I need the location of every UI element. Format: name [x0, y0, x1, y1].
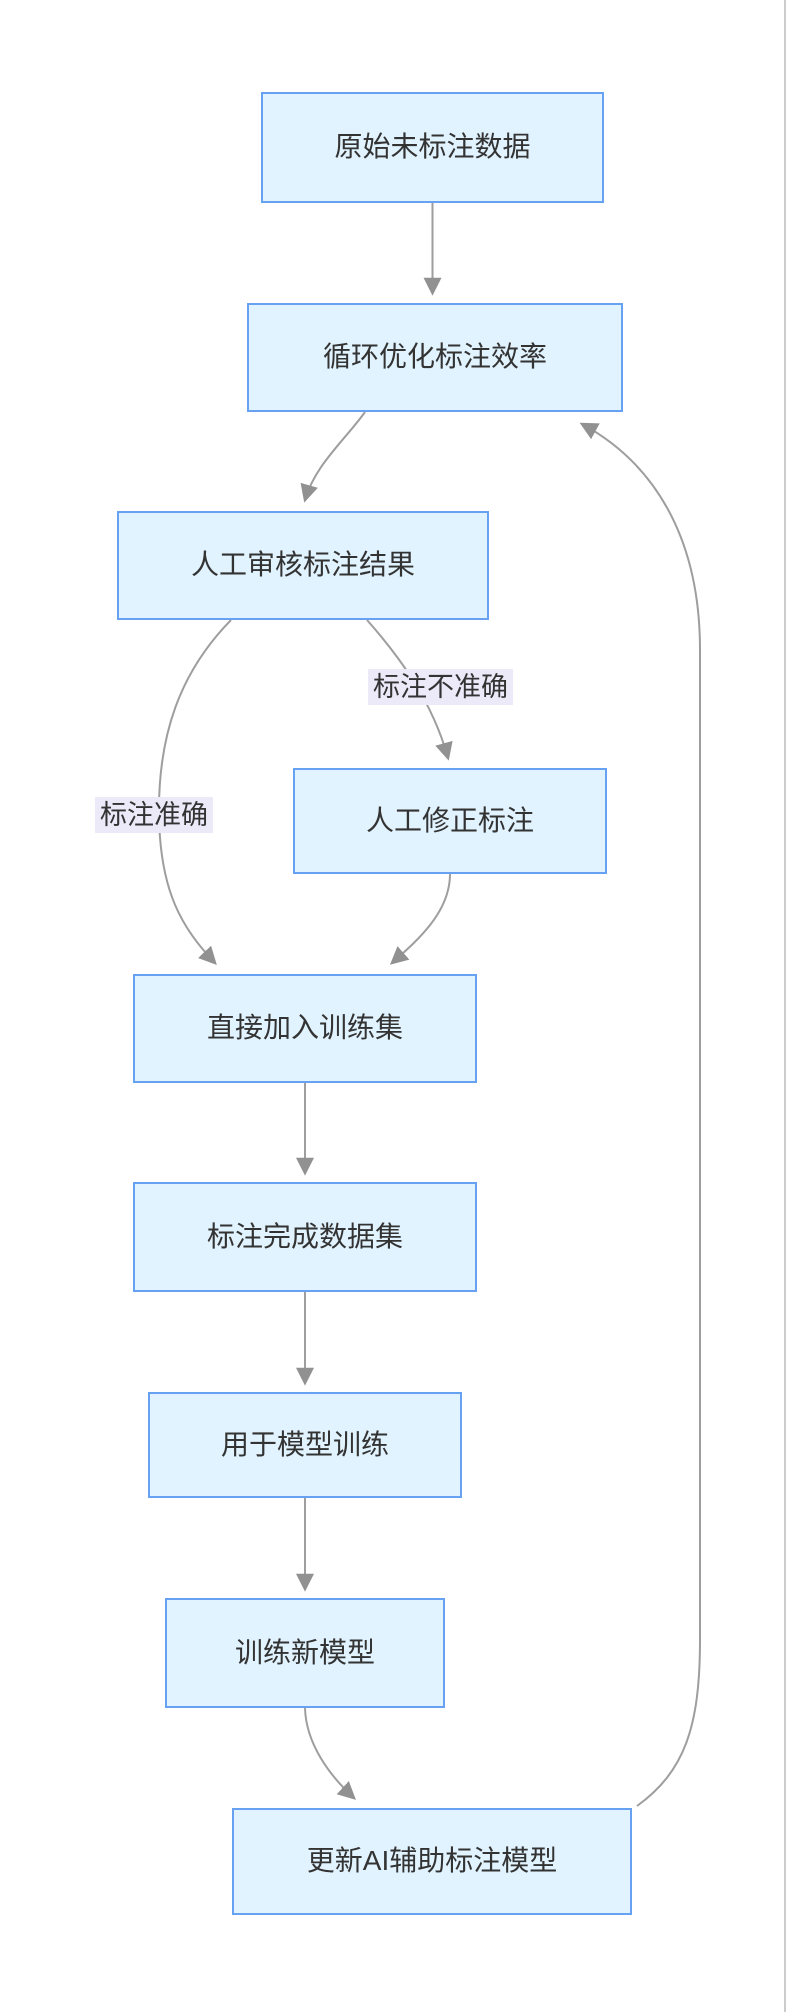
node-model-training: 用于模型训练 — [148, 1392, 462, 1498]
edge-label-annotation-accurate: 标注准确 — [95, 797, 213, 833]
node-train-new-model: 训练新模型 — [165, 1598, 445, 1708]
node-labeled-dataset: 标注完成数据集 — [133, 1182, 477, 1292]
node-update-ai-assist-model: 更新AI辅助标注模型 — [232, 1808, 632, 1915]
node-loop-optimize-efficiency: 循环优化标注效率 — [247, 303, 623, 412]
node-human-correction: 人工修正标注 — [293, 768, 607, 874]
edge-label-annotation-inaccurate: 标注不准确 — [368, 669, 513, 705]
edge-loop-to-review — [300, 411, 366, 503]
edge-newmodel-to-update — [304, 1707, 356, 1800]
node-human-review-results: 人工审核标注结果 — [117, 511, 489, 620]
edge-review-to-add — [157, 619, 232, 965]
node-raw-unlabeled-data: 原始未标注数据 — [261, 92, 604, 203]
node-add-to-training-set: 直接加入训练集 — [133, 974, 477, 1083]
right-edge-divider — [784, 0, 786, 2012]
edge-update-to-loop — [579, 422, 701, 1807]
edge-correction-to-add — [389, 873, 451, 965]
